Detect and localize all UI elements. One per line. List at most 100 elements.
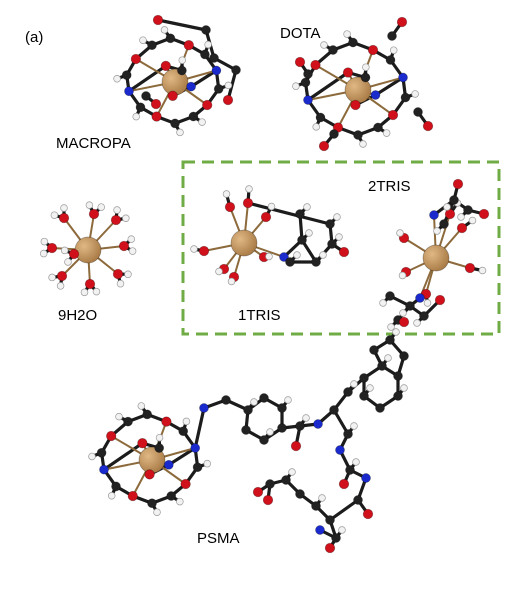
oxygen-atom: [202, 99, 213, 111]
oxygen-atom: [252, 486, 264, 498]
carbon-atom: [385, 55, 396, 65]
carbon-atom: [192, 462, 203, 473]
hydrogen-atom: [284, 396, 292, 404]
hydrogen-atom: [39, 249, 48, 258]
oxygen-atom: [151, 111, 162, 122]
nitrogen-atom: [361, 473, 371, 483]
carbon-atom: [142, 409, 153, 420]
hydrogen-atom: [115, 412, 123, 421]
covalent-bond: [332, 408, 350, 436]
carbon-atom: [241, 425, 251, 435]
hydrogen-atom: [384, 354, 392, 362]
carbon-atom: [295, 489, 305, 499]
carbon-atom: [439, 219, 449, 229]
nitrogen-atom: [186, 81, 196, 92]
oxygen-atom: [324, 542, 336, 554]
oxygen-atom: [56, 270, 68, 282]
hydrogen-atom: [139, 36, 147, 44]
covalent-bond: [127, 64, 168, 93]
carbon-atom: [375, 403, 385, 413]
hydrogen-atom: [267, 202, 276, 211]
hydrogen-atom: [305, 229, 313, 237]
carbon-atom: [177, 65, 187, 76]
hydrogen-atom: [423, 299, 432, 307]
oxygen-atom: [137, 438, 148, 449]
hydrogen-atom: [398, 271, 407, 280]
nitrogen-atom: [279, 252, 289, 262]
carbon-atom: [399, 351, 409, 361]
hydrogen-atom: [303, 203, 311, 211]
hydrogen-atom: [215, 267, 223, 276]
hydrogen-atom: [413, 319, 421, 327]
oxygen-atom: [144, 469, 155, 480]
oxygen-atom: [224, 201, 236, 213]
nitrogen-atom: [415, 293, 425, 303]
hydrogen-atom: [399, 309, 407, 317]
hydrogen-atom: [359, 140, 367, 148]
nitrogen-atom: [303, 95, 313, 105]
carbon-atom: [343, 429, 353, 439]
carbon-atom: [393, 391, 403, 401]
tris-highlight-box: [181, 160, 501, 336]
hydrogen-atom: [60, 246, 69, 255]
carbon-atom: [285, 257, 295, 267]
nitrogen-atom: [199, 403, 209, 413]
hydrogen-atom: [85, 201, 94, 209]
metal-atom: [230, 229, 258, 257]
oxygen-atom: [464, 262, 476, 274]
nitrogen-atom: [315, 525, 325, 535]
carbon-atom: [325, 515, 335, 525]
label-dota: DOTA: [280, 25, 321, 42]
hydrogen-atom: [107, 492, 116, 500]
carbon-atom: [121, 70, 132, 80]
oxygen-atom: [434, 294, 446, 306]
carbon-atom: [213, 84, 224, 94]
nitrogen-atom: [211, 65, 222, 76]
oxygen-atom: [161, 416, 172, 427]
carbon-atom: [147, 40, 157, 51]
oxygen-atom: [88, 208, 100, 220]
hydrogen-atom: [292, 82, 300, 90]
hydrogen-atom: [56, 282, 65, 290]
carbon-atom: [141, 91, 151, 101]
hydrogen-atom: [132, 112, 140, 121]
hydrogen-atom: [60, 204, 68, 212]
carbon-atom: [178, 426, 189, 437]
oxygen-atom: [342, 67, 354, 78]
oxygen-atom: [46, 242, 58, 254]
hydrogen-atom: [387, 323, 395, 331]
hydrogen-atom: [350, 380, 358, 388]
covalent-bond: [102, 441, 144, 472]
oxygen-atom: [118, 240, 130, 252]
nitrogen-atom: [313, 419, 323, 429]
label-2tris: 2TRIS: [368, 178, 411, 195]
carbon-atom: [359, 391, 369, 401]
hydrogen-atom: [392, 328, 400, 336]
hydrogen-atom: [64, 258, 72, 266]
hydrogen-atom: [478, 266, 487, 275]
oxygen-atom: [398, 316, 410, 328]
carbon-atom: [329, 405, 339, 415]
oxygen-atom: [310, 59, 321, 71]
hydrogen-atom: [266, 428, 274, 436]
hydrogen-atom: [128, 247, 137, 255]
covalent-bond: [156, 18, 208, 32]
oxygen-atom: [260, 211, 272, 223]
carbon-atom: [201, 25, 211, 35]
oxygen-atom: [183, 40, 194, 51]
hydrogen-atom: [362, 63, 370, 71]
carbon-atom: [303, 69, 313, 79]
hydrogen-atom: [318, 494, 326, 502]
nitrogen-atom: [99, 464, 109, 475]
carbon-atom: [449, 195, 459, 205]
oxygen-atom: [242, 197, 254, 209]
hydrogen-atom: [379, 299, 387, 307]
hydrogen-atom: [153, 508, 161, 516]
molecule-dota: [292, 16, 434, 152]
covalent-bond: [373, 75, 405, 97]
carbon-atom: [147, 498, 157, 509]
label-macropa: MACROPA: [56, 135, 131, 152]
carbon-atom: [154, 443, 165, 453]
metal-atom: [74, 236, 102, 264]
carbon-atom: [135, 102, 146, 113]
